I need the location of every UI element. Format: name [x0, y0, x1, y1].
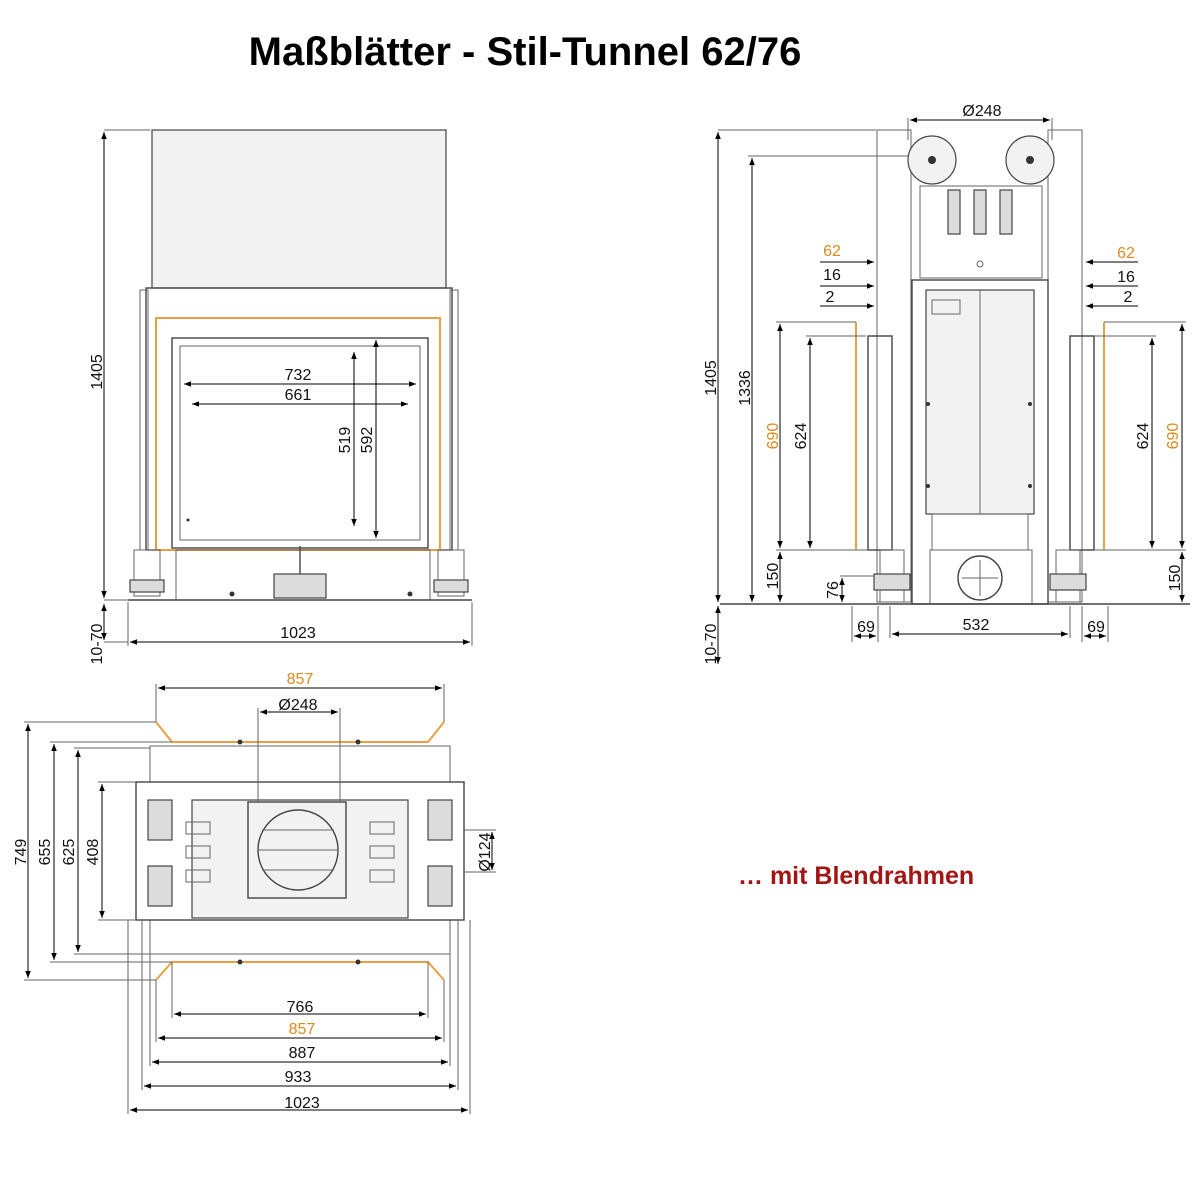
side-gap-2-right: 2 [1124, 289, 1133, 306]
side-view-dimensions: Ø248 1405 10-70 1336 690 624 150 76 62 [703, 103, 1186, 664]
top-depth-408: 408 [85, 839, 102, 866]
top-air-diameter: Ø124 [477, 832, 494, 871]
top-depth-655: 655 [37, 839, 54, 866]
top-flue-diameter: Ø248 [278, 697, 317, 714]
side-gap-2-left: 2 [826, 289, 835, 306]
top-width-887: 887 [289, 1045, 316, 1062]
front-width-1023: 1023 [280, 625, 316, 642]
side-height-1336: 1336 [737, 370, 754, 406]
top-frame-width-857: 857 [287, 671, 314, 688]
front-view-body [128, 129, 472, 601]
front-height-1405: 1405 [89, 354, 106, 390]
side-view: Ø248 1405 10-70 1336 690 624 150 76 62 [703, 103, 1190, 664]
side-opening-624-right: 624 [1135, 423, 1152, 450]
top-view: 857 Ø248 749 655 625 408 Ø124 [13, 671, 496, 1114]
glass-width-661: 661 [285, 387, 312, 404]
glass-height-519: 519 [337, 427, 354, 454]
top-view-dimensions: 857 Ø248 749 655 625 408 Ø124 [13, 671, 496, 1114]
side-frame-depth-62-right: 62 [1117, 245, 1135, 262]
side-opening-624-left: 624 [793, 423, 810, 450]
side-adjust-10-70: 10-70 [703, 623, 720, 664]
top-width-1023: 1023 [284, 1095, 320, 1112]
side-frame-depth-62-left: 62 [823, 243, 841, 260]
front-view-dimensions: 1405 10-70 1023 732 661 519 592 [89, 129, 473, 664]
side-frame-height-690-right: 690 [1165, 423, 1182, 450]
blendrahmen-note: … mit Blendrahmen [738, 862, 975, 890]
side-base-150-left: 150 [765, 563, 782, 590]
front-adjust-10-70: 10-70 [89, 623, 106, 664]
side-foot-69-left: 69 [857, 619, 875, 636]
front-view: 1405 10-70 1023 732 661 519 592 [89, 129, 473, 664]
side-inner-width-532: 532 [963, 617, 990, 634]
side-frame-height-690-left: 690 [765, 423, 782, 450]
glass-height-592: 592 [359, 427, 376, 454]
top-view-body [135, 721, 465, 981]
top-depth-625: 625 [61, 839, 78, 866]
side-base-150-right: 150 [1167, 565, 1184, 592]
side-offset-16-left: 16 [823, 267, 841, 284]
side-flue-diameter: Ø248 [962, 103, 1001, 120]
side-view-body [720, 129, 1190, 605]
side-height-1405: 1405 [703, 360, 720, 396]
top-depth-749: 749 [13, 839, 30, 866]
side-foot-76: 76 [825, 581, 842, 599]
top-width-766: 766 [287, 999, 314, 1016]
side-offset-16-right: 16 [1117, 269, 1135, 286]
top-width-857: 857 [289, 1021, 316, 1038]
sheet-title: Maßblätter - Stil-Tunnel 62/76 [248, 30, 802, 74]
top-width-933: 933 [285, 1069, 312, 1086]
glass-width-732: 732 [285, 367, 312, 384]
side-foot-69-right: 69 [1087, 619, 1105, 636]
